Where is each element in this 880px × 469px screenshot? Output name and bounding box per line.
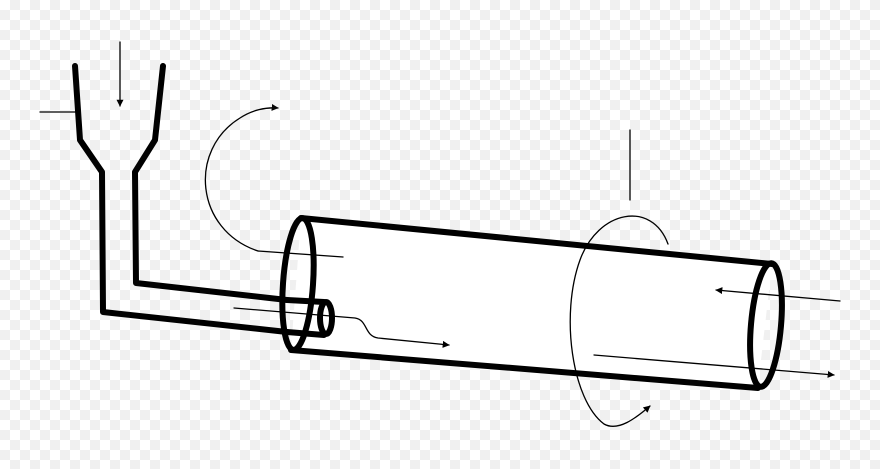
cylinder-left-end — [279, 215, 317, 353]
cylinder-bottom-edge — [288, 347, 761, 391]
cylinder-right-end — [747, 260, 785, 390]
cylinder-body — [291, 218, 772, 386]
inner-tube-top-wall — [284, 297, 327, 305]
outlet-product-arrow — [593, 354, 835, 378]
rotating-cylinder — [288, 215, 785, 391]
left-rotation-arrow — [204, 103, 279, 252]
material-flow-arrow — [233, 307, 450, 348]
cylinder-left-leader-line — [257, 250, 344, 258]
feed-funnel-and-pipe — [72, 63, 290, 335]
inlet-gas-arrow — [715, 287, 841, 302]
rotation-ring-front-arc — [569, 215, 669, 427]
rotation-ring — [569, 215, 669, 427]
funnel-pipe-outer-wall — [72, 63, 290, 335]
inner-tube-opening — [317, 299, 335, 337]
funnel-pipe-inner-wall — [132, 63, 290, 303]
cylinder-top-edge — [298, 215, 775, 267]
